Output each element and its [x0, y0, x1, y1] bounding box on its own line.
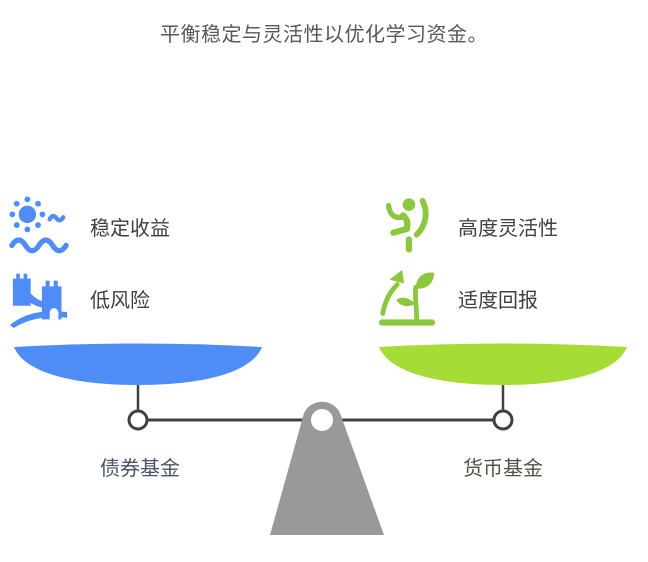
fulcrum-pillar [270, 401, 384, 535]
right-pan [379, 343, 627, 385]
right-pivot-circle [492, 409, 514, 431]
right-feature-list: 高度灵活性 适度回报 [376, 194, 558, 330]
list-item: 适度回报 [376, 266, 558, 330]
left-pan [14, 343, 262, 385]
right-pan-label: 货币基金 [463, 458, 543, 480]
left-pivot-circle [127, 409, 149, 431]
left-feature-list: 稳定收益 低风险 [8, 194, 170, 330]
feature-label: 高度灵活性 [458, 217, 558, 240]
sprout-arrow-icon [376, 267, 438, 329]
flex-person-icon [376, 195, 438, 257]
feature-label: 低风险 [90, 289, 150, 312]
feature-label: 稳定收益 [90, 217, 170, 240]
list-item: 高度灵活性 [376, 194, 558, 258]
left-pan-label: 债券基金 [100, 458, 180, 480]
list-item: 低风险 [8, 266, 170, 330]
feature-label: 适度回报 [458, 289, 538, 312]
sun-waves-icon [8, 195, 70, 257]
great-wall-icon [8, 267, 70, 329]
fulcrum-hole [311, 409, 333, 431]
list-item: 稳定收益 [8, 194, 170, 258]
page-title: 平衡稳定与灵活性以优化学习资金。 [160, 24, 488, 46]
